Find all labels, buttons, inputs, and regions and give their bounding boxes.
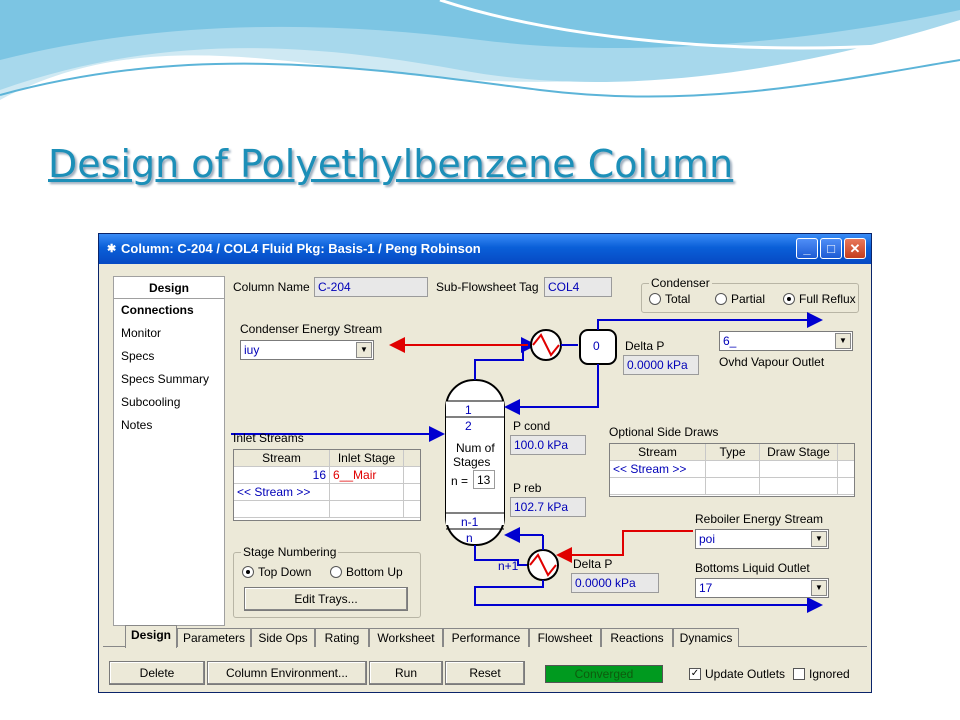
- p-reb-label: P reb: [513, 481, 542, 495]
- top-down-radio[interactable]: Top Down: [242, 565, 311, 579]
- reboiler-energy-label: Reboiler Energy Stream: [695, 512, 824, 526]
- bottom-up-radio[interactable]: Bottom Up: [330, 565, 403, 579]
- ignored-checkbox[interactable]: Ignored: [793, 667, 850, 681]
- nav-item-specs[interactable]: Specs: [121, 349, 155, 363]
- stage-n-label: n: [466, 531, 473, 545]
- inlet-streams-label: Inlet Streams: [233, 431, 304, 445]
- minimize-button[interactable]: _: [796, 238, 818, 259]
- condenser-group-title: Condenser: [649, 276, 712, 290]
- column-name-field[interactable]: C-204: [314, 277, 428, 297]
- bottom-delta-p-label: Delta P: [573, 557, 613, 571]
- stage-n-1-label: n-1: [461, 515, 479, 529]
- table-row[interactable]: 16 6__Mair: [234, 467, 420, 484]
- tab-design[interactable]: Design: [125, 625, 177, 648]
- n-equals-label: n =: [451, 474, 469, 488]
- nav-item-subcooling[interactable]: Subcooling: [121, 395, 181, 409]
- window-client: Design Connections Monitor Specs Specs S…: [103, 265, 867, 689]
- stage-2-label: 2: [465, 419, 472, 433]
- stage-1-label: 1: [465, 403, 472, 417]
- condenser-full-reflux-radio[interactable]: Full Reflux: [783, 292, 856, 306]
- side-draws-label: Optional Side Draws: [609, 425, 719, 439]
- subflowsheet-tag-field[interactable]: COL4: [544, 277, 612, 297]
- condenser-partial-radio[interactable]: Partial: [715, 292, 765, 306]
- column-environment-button[interactable]: Column Environment...: [207, 661, 367, 685]
- delete-button[interactable]: Delete: [109, 661, 205, 685]
- num-stages-field[interactable]: 13: [473, 470, 495, 489]
- tab-side-ops[interactable]: Side Ops: [251, 628, 315, 647]
- p-cond-field[interactable]: 100.0 kPa: [510, 435, 586, 455]
- ovhd-vapour-combo[interactable]: 6_▼: [719, 331, 853, 351]
- slide-wave-decoration: [0, 0, 960, 100]
- design-nav: Design Connections Monitor Specs Specs S…: [113, 276, 225, 626]
- chevron-down-icon: ▼: [811, 531, 827, 547]
- tab-reactions[interactable]: Reactions: [601, 628, 673, 647]
- update-outlets-checkbox[interactable]: ✓Update Outlets: [689, 667, 786, 681]
- top-delta-p-field[interactable]: 0.0000 kPa: [623, 355, 699, 375]
- tab-strip: Design Parameters Side Ops Rating Worksh…: [103, 625, 867, 648]
- chevron-down-icon: ▼: [356, 342, 372, 358]
- p-reb-field[interactable]: 102.7 kPa: [510, 497, 586, 517]
- top-delta-p-label: Delta P: [625, 339, 665, 353]
- stage-n-plus-1-label: n+1: [498, 559, 519, 573]
- status-badge: Converged: [545, 665, 663, 683]
- condenser-total-radio[interactable]: Total: [649, 292, 690, 306]
- run-button[interactable]: Run: [369, 661, 443, 685]
- window-titlebar[interactable]: ✱ Column: C-204 / COL4 Fluid Pkg: Basis-…: [99, 234, 871, 264]
- table-row[interactable]: << Stream >>: [234, 484, 420, 501]
- nav-item-connections[interactable]: Connections: [121, 303, 194, 317]
- nav-item-notes[interactable]: Notes: [121, 418, 153, 432]
- num-stages-label-2: Stages: [453, 455, 491, 469]
- slide-title[interactable]: Design of Polyethylbenzene Column: [48, 142, 734, 186]
- column-window: ✱ Column: C-204 / COL4 Fluid Pkg: Basis-…: [98, 233, 872, 693]
- column-icon: ✱: [107, 243, 117, 255]
- table-row[interactable]: << Stream >>: [610, 461, 854, 478]
- bottoms-outlet-label: Bottoms Liquid Outlet: [695, 561, 810, 575]
- stage-numbering-title: Stage Numbering: [241, 545, 339, 559]
- num-stages-label: Num of: [456, 441, 495, 455]
- tab-dynamics[interactable]: Dynamics: [673, 628, 739, 647]
- bottom-delta-p-field[interactable]: 0.0000 kPa: [571, 573, 659, 593]
- side-draws-table[interactable]: Stream Type Draw Stage << Stream >>: [609, 443, 855, 497]
- nav-header: Design: [114, 277, 224, 299]
- table-row[interactable]: [234, 501, 420, 518]
- condenser-drum-label: 0: [593, 339, 600, 353]
- tab-rating[interactable]: Rating: [315, 628, 369, 647]
- tab-performance[interactable]: Performance: [443, 628, 529, 647]
- reset-button[interactable]: Reset: [445, 661, 525, 685]
- reboiler-energy-combo[interactable]: poi▼: [695, 529, 829, 549]
- stage-numbering-group: Stage Numbering Top Down Bottom Up Edit …: [233, 545, 421, 618]
- chevron-down-icon: ▼: [811, 580, 827, 596]
- subflowsheet-tag-label: Sub-Flowsheet Tag: [436, 280, 539, 294]
- bottoms-outlet-combo[interactable]: 17▼: [695, 578, 829, 598]
- table-header: Stream Type Draw Stage: [610, 444, 854, 461]
- table-row[interactable]: [610, 478, 854, 495]
- p-cond-label: P cond: [513, 419, 551, 433]
- nav-item-specs-summary[interactable]: Specs Summary: [121, 372, 210, 386]
- nav-item-monitor[interactable]: Monitor: [121, 326, 162, 340]
- window-title: Column: C-204 / COL4 Fluid Pkg: Basis-1 …: [121, 241, 481, 256]
- condenser-energy-label: Condenser Energy Stream: [240, 322, 383, 336]
- tab-parameters[interactable]: Parameters: [177, 628, 251, 647]
- chevron-down-icon: ▼: [835, 333, 851, 349]
- edit-trays-button[interactable]: Edit Trays...: [244, 587, 408, 611]
- table-header: Stream Inlet Stage: [234, 450, 420, 467]
- close-button[interactable]: ✕: [844, 238, 866, 259]
- maximize-button[interactable]: □: [820, 238, 842, 259]
- tab-worksheet[interactable]: Worksheet: [369, 628, 443, 647]
- condenser-energy-combo[interactable]: iuy▼: [240, 340, 374, 360]
- inlet-streams-table[interactable]: Stream Inlet Stage 16 6__Mair << Stream …: [233, 449, 421, 521]
- column-diagram: [231, 312, 823, 613]
- column-name-label: Column Name: [233, 280, 310, 294]
- condenser-group: Condenser Total Partial Full Reflux: [641, 276, 859, 313]
- ovhd-vapour-label: Ovhd Vapour Outlet: [719, 355, 825, 369]
- tab-flowsheet[interactable]: Flowsheet: [529, 628, 601, 647]
